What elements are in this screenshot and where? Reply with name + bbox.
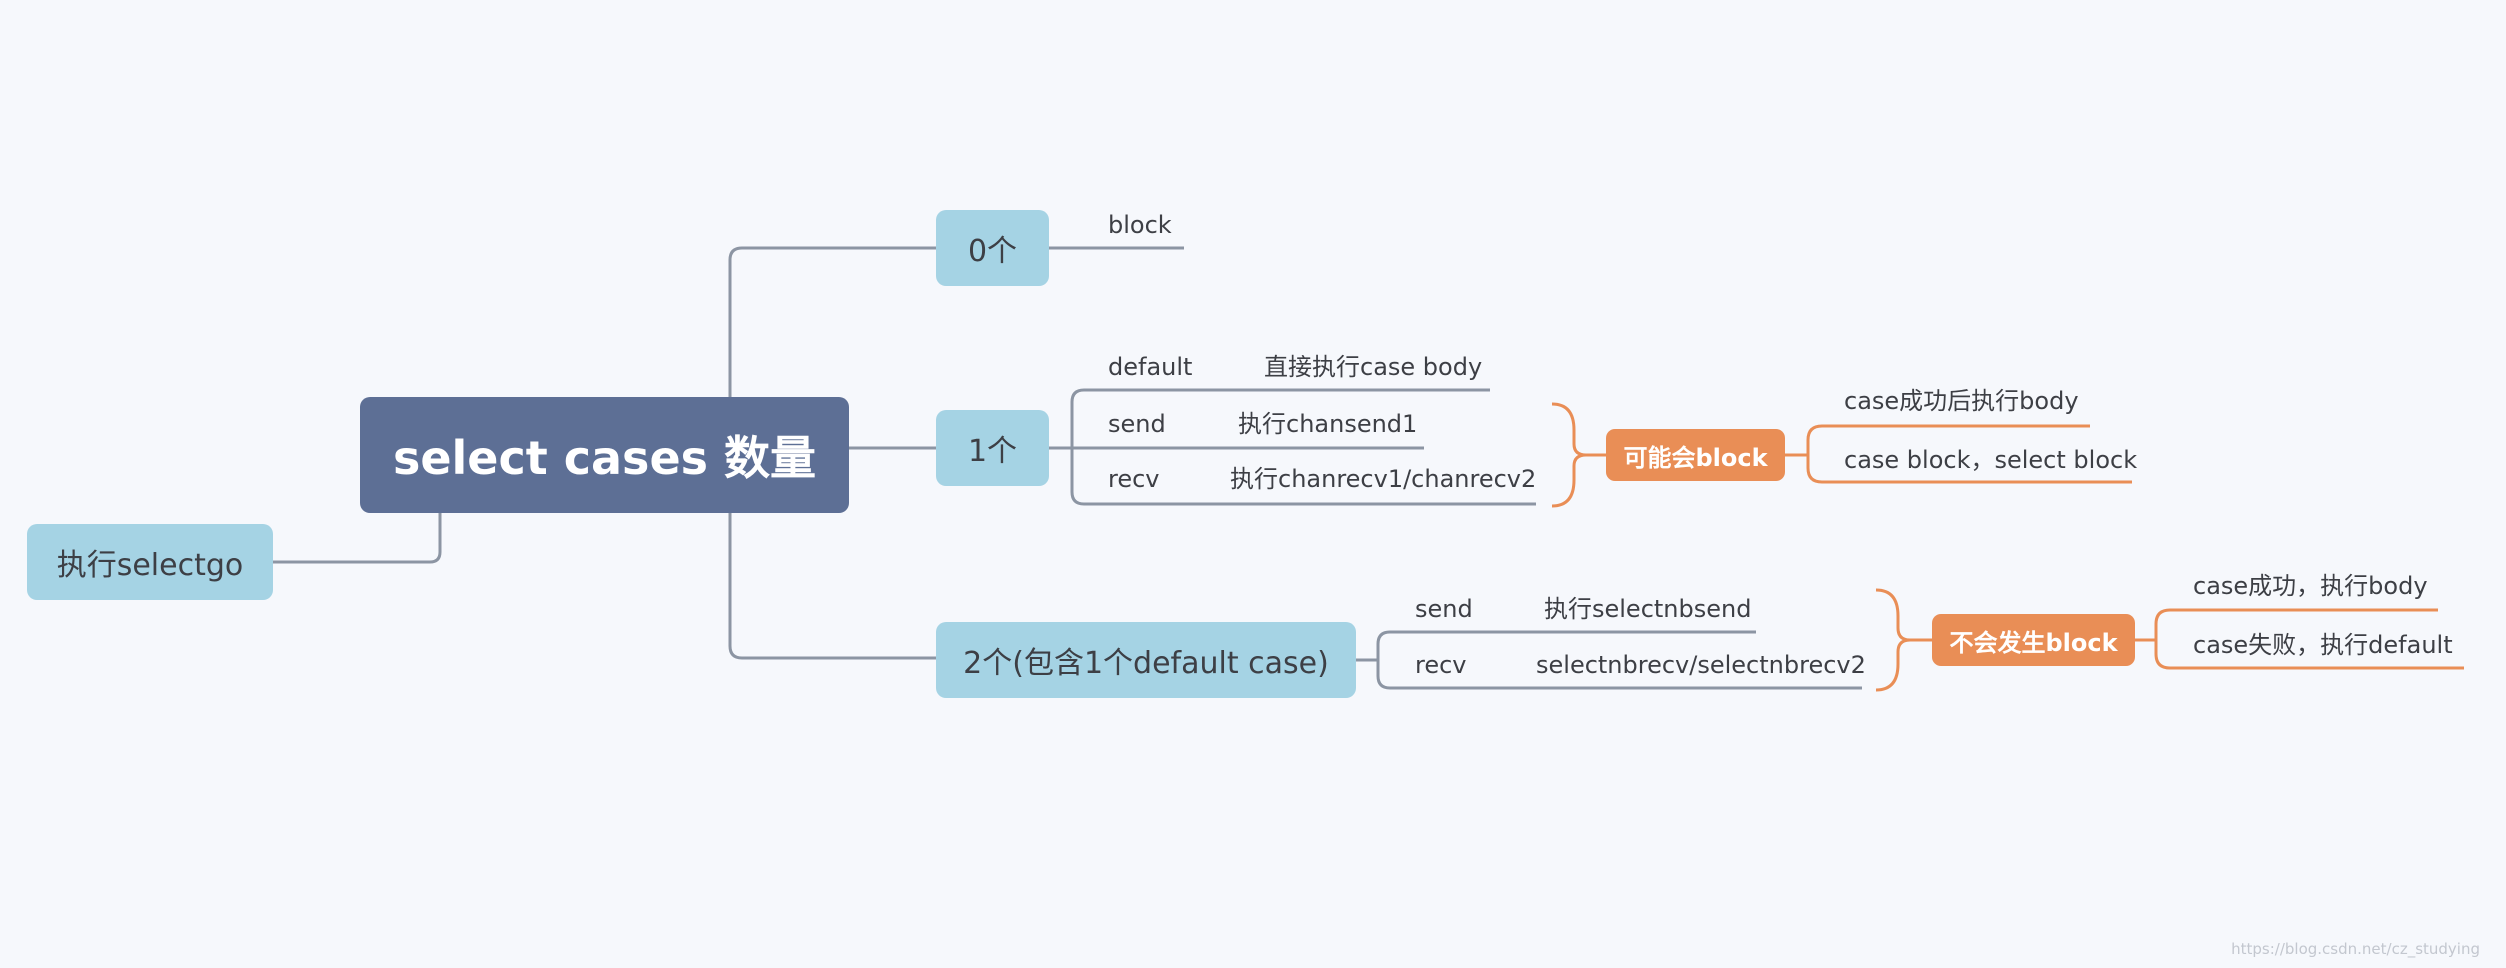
central-topic[interactable]: select cases 数量 (360, 397, 849, 513)
one-row-send-key: send (1108, 410, 1166, 438)
one-row-send-value: 执行chansend1 (1238, 410, 1418, 438)
selectgo-topic[interactable]: 执行selectgo (27, 524, 273, 600)
branch-one-topic[interactable]: 1个 (936, 410, 1049, 486)
one-outcome-success: case成功后执行body (1844, 387, 2079, 415)
one-row-recv-key: recv (1108, 465, 1160, 493)
branch-zero-leaf: block (1108, 211, 1172, 239)
branch-one-label: 1个 (967, 434, 1018, 469)
two-outcome-fail: case失败，执行default (2193, 631, 2453, 659)
connector-trunk-down (728, 512, 936, 660)
summary-no-block[interactable]: 不会发生block (1932, 614, 2135, 666)
branch-two-topic[interactable]: 2个(包含1个default case) (936, 622, 1356, 698)
brace-two (1875, 588, 1911, 692)
branch-two-label: 2个(包含1个default case) (963, 646, 1329, 681)
two-row-recv-value: selectnbrecv/selectnbrecv2 (1536, 651, 1866, 679)
branch-zero-topic[interactable]: 0个 (936, 210, 1049, 286)
summary-may-block-label: 可能会block (1623, 443, 1768, 472)
one-row-recv-value: 执行chanrecv1/chanrecv2 (1230, 465, 1537, 493)
summary-may-block[interactable]: 可能会block (1606, 429, 1785, 481)
summary-no-block-label: 不会发生block (1949, 628, 2118, 657)
one-outcome-block: case block，select block (1844, 446, 2138, 474)
connector-trunk-up (728, 246, 936, 398)
connector-outcomes-one (1806, 424, 2132, 484)
central-topic-label: select cases 数量 (392, 431, 817, 485)
branch-zero-label: 0个 (967, 234, 1018, 269)
one-row-default-key: default (1108, 353, 1193, 381)
connector-outcomes-two (2154, 608, 2464, 670)
connector-one-bracket (1070, 388, 1536, 506)
two-row-recv-key: recv (1415, 651, 1467, 679)
connector-two-bracket (1376, 630, 1862, 690)
selectgo-topic-label: 执行selectgo (56, 548, 244, 583)
watermark: https://blog.csdn.net/cz_studying (2231, 940, 2480, 958)
brace-one (1551, 402, 1587, 508)
two-row-send-key: send (1415, 595, 1473, 623)
two-row-send-value: 执行selectnbsend (1544, 595, 1752, 623)
two-outcome-success: case成功，执行body (2193, 572, 2428, 600)
one-row-default-value: 直接执行case body (1264, 353, 1483, 381)
connector-selectgo-central (272, 512, 442, 564)
